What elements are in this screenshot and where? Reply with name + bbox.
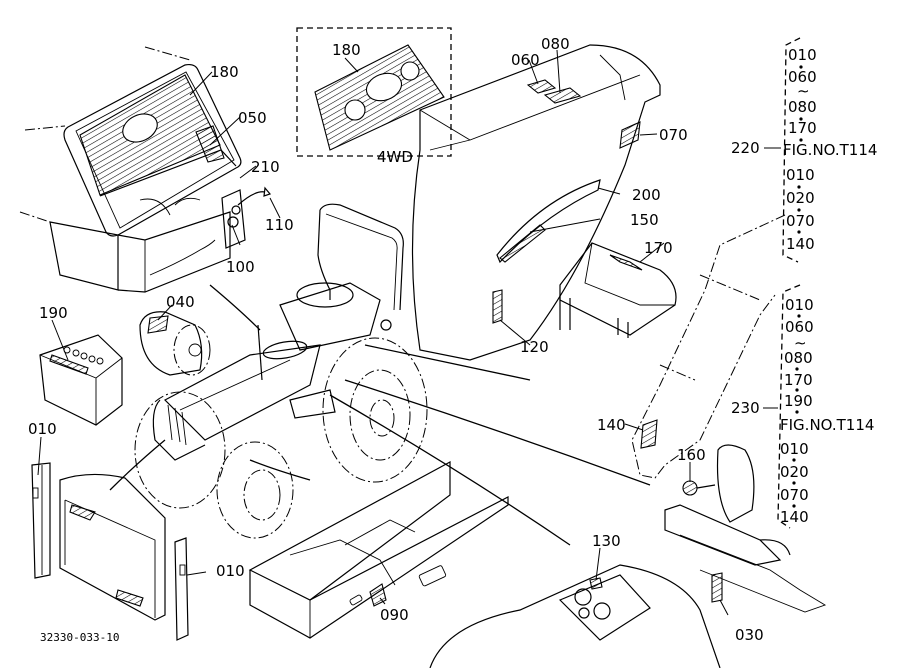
group-220-item: 080 (788, 98, 817, 116)
group-220: 220 010 060 ∼ 080 170 FIG.NO.T114 010 02… (731, 46, 877, 253)
fender-label-140 (640, 419, 658, 449)
group-230-item: 070 (780, 486, 809, 504)
group-220-item: 010 (786, 166, 815, 184)
group-230-item: 190 (784, 392, 813, 410)
step-cover (559, 242, 677, 338)
group-220-item: 020 (786, 189, 815, 207)
callout-leaders (37, 49, 781, 616)
callout-130: 130 (592, 532, 621, 550)
battery (39, 334, 123, 426)
cover-label-170 (609, 254, 643, 271)
fender-label-080 (543, 87, 582, 104)
fender-label-120 (492, 289, 503, 324)
inset-caption-4wd: 4WD (377, 148, 413, 166)
air-cleaner (139, 311, 211, 376)
group-220-item: 070 (786, 212, 815, 230)
callout-040: 040 (166, 293, 195, 311)
callout-200: 200 (632, 186, 661, 204)
inset-4wd (296, 27, 452, 157)
inset-callout-180: 180 (332, 41, 361, 59)
group-220-id: 220 (731, 139, 760, 157)
callout-110: 110 (265, 216, 294, 234)
fender-label-070 (619, 121, 641, 149)
group-230-item: 060 (785, 318, 814, 336)
group-230-item: 020 (780, 463, 809, 481)
callout-140: 140 (597, 416, 626, 434)
group-230-range-mark: ∼ (794, 334, 807, 352)
bracket-assembly (221, 186, 272, 249)
group-220-item: 170 (788, 119, 817, 137)
callout-190: 190 (39, 304, 68, 322)
side-panels (31, 462, 189, 641)
group-230-fig-ref: FIG.NO.T114 (780, 416, 874, 434)
callout-210: 210 (251, 158, 280, 176)
callout-090: 090 (380, 606, 409, 624)
callout-180: 180 (210, 63, 239, 81)
callout-100: 100 (226, 258, 255, 276)
left-fender (411, 44, 661, 361)
callout-060: 060 (511, 51, 540, 69)
group-220-item: 140 (786, 235, 815, 253)
floor-frame (248, 460, 509, 639)
callout-070: 070 (659, 126, 688, 144)
callout-030: 030 (735, 626, 764, 644)
group-230-item: 170 (784, 371, 813, 389)
fender-label-060 (526, 79, 557, 94)
group-220-range-mark: ∼ (797, 82, 810, 100)
callout-160: 160 (677, 446, 706, 464)
group-230: 230 010 060 ∼ 080 170 190 FIG.NO.T114 01… (731, 296, 874, 526)
lift-assembly (664, 444, 827, 613)
callout-120: 120 (520, 338, 549, 356)
callout-050: 050 (238, 109, 267, 127)
callout-150: 150 (630, 211, 659, 229)
callout-010-left: 010 (28, 420, 57, 438)
group-230-item: 140 (780, 508, 809, 526)
hood-grille-assembly (19, 46, 242, 293)
drawing-number: 32330-033-10 (40, 631, 119, 644)
tractor-body (134, 203, 428, 539)
callout-170: 170 (644, 239, 673, 257)
group-220-item: 060 (788, 68, 817, 86)
transmission-top (429, 564, 721, 668)
group-bracket-230 (777, 284, 801, 529)
callout-010-right: 010 (216, 562, 245, 580)
group-220-fig-ref: FIG.NO.T114 (783, 141, 877, 159)
group-220-item: 010 (788, 46, 817, 64)
leader-arrows (109, 284, 651, 546)
group-230-item: 010 (780, 440, 809, 458)
group-230-item: 010 (785, 296, 814, 314)
group-bracket-220 (782, 37, 801, 263)
group-230-item: 080 (784, 349, 813, 367)
right-fender (631, 214, 786, 479)
grille-label-050 (195, 125, 225, 163)
callout-080: 080 (541, 35, 570, 53)
group-230-id: 230 (731, 399, 760, 417)
